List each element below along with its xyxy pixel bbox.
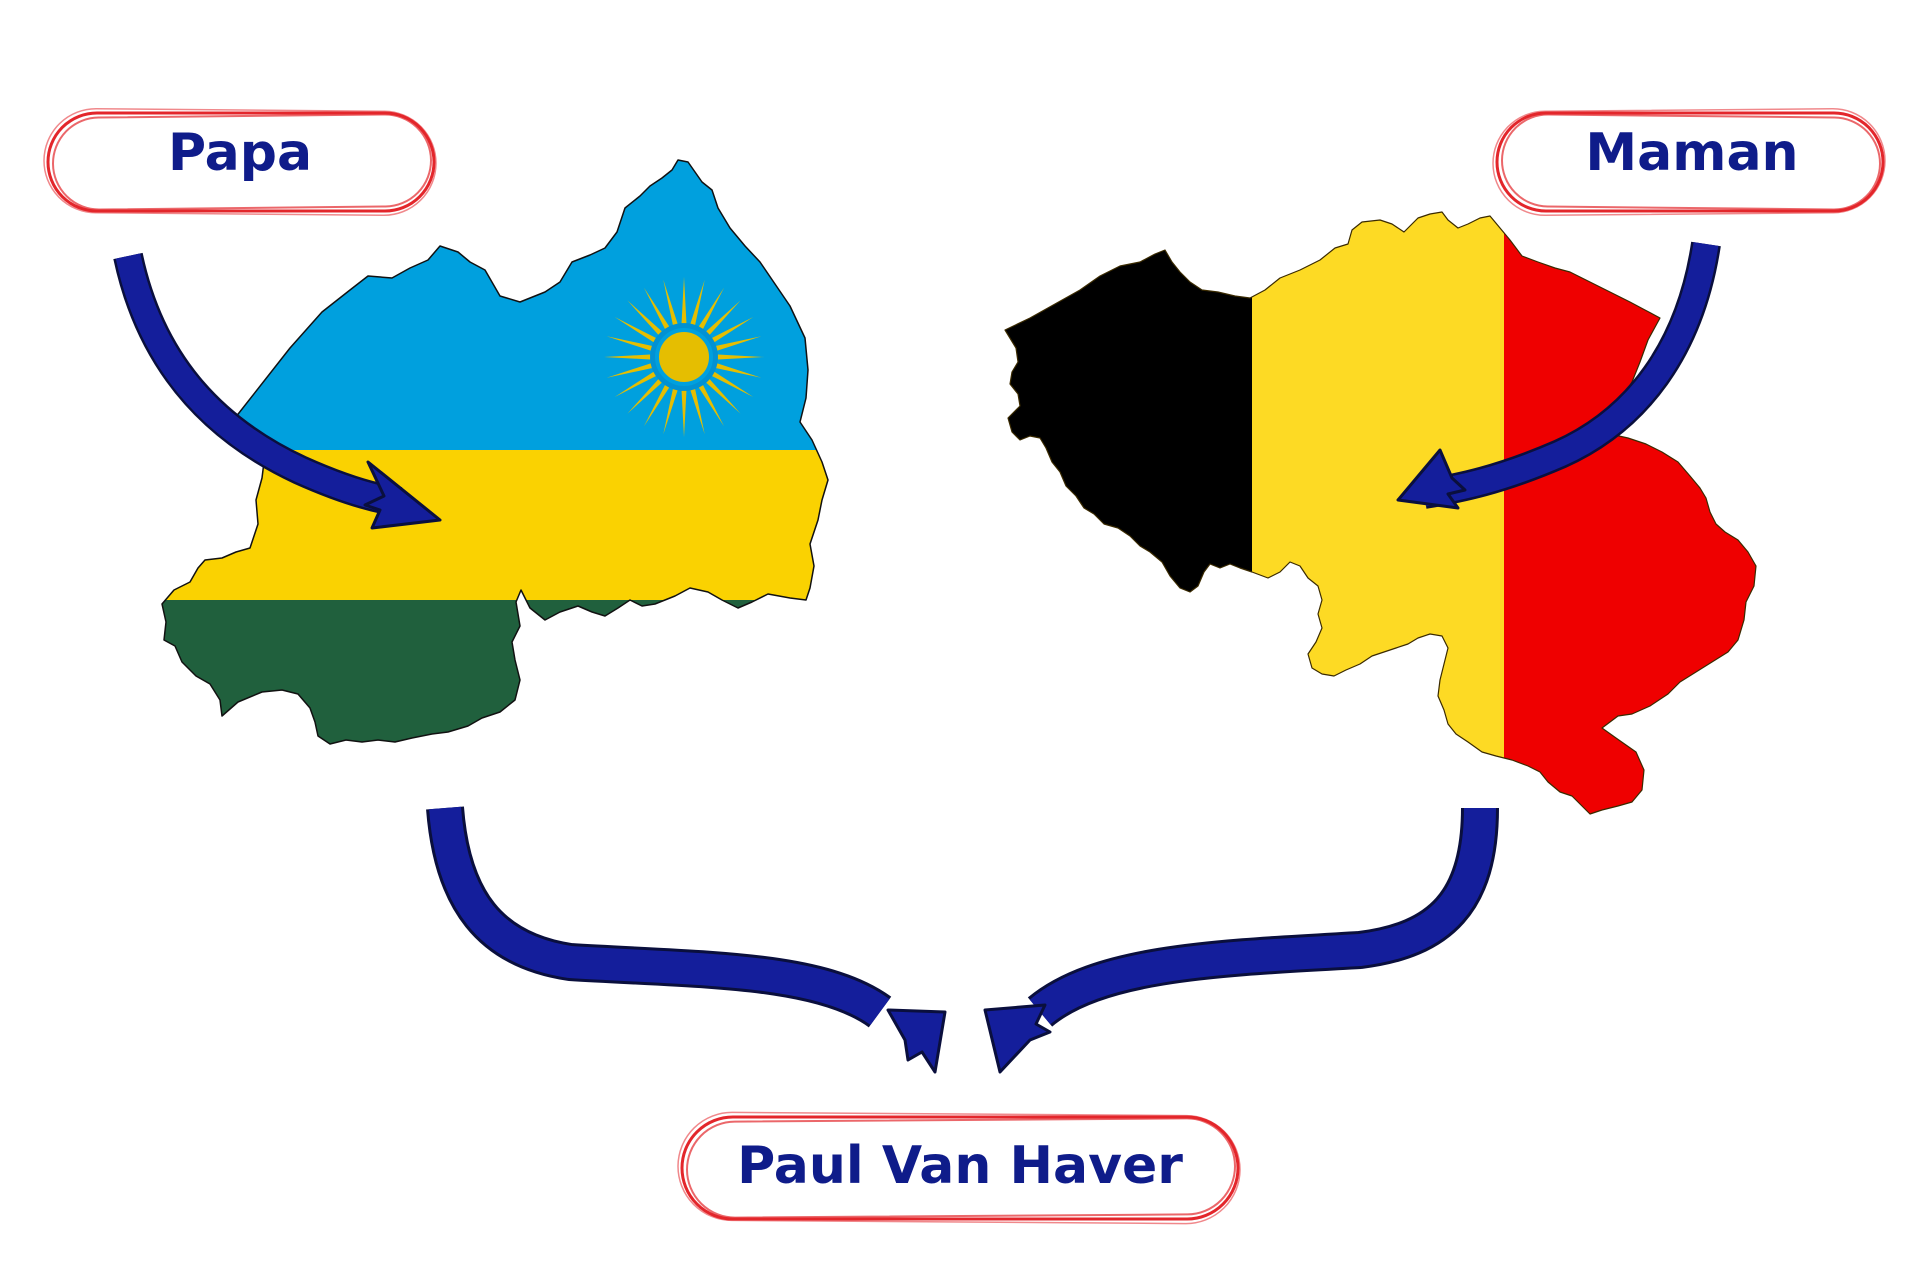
- sun-ray: [717, 354, 764, 360]
- belgium-flag-map-icon: [1004, 211, 1757, 815]
- sun-ray: [606, 363, 652, 378]
- sun-ray: [716, 363, 762, 378]
- child-name-label: Paul Van Haver: [737, 1136, 1183, 1196]
- belgium-red-band: [1504, 212, 1756, 814]
- belgium-to-child-arrow: [983, 807, 1499, 1074]
- sun-ray: [627, 300, 662, 335]
- rwanda-to-child-arrow: [426, 806, 947, 1074]
- sun-ray: [698, 287, 724, 329]
- sun-ray: [627, 379, 662, 414]
- maman-to-belgium-arrow: [1396, 241, 1721, 510]
- sun-ray: [644, 385, 670, 427]
- sun-ray: [698, 385, 724, 427]
- rwanda-yellow-band: [162, 450, 828, 600]
- sun-ray: [606, 336, 652, 351]
- sun-ray: [690, 279, 705, 325]
- sun-ray: [712, 371, 754, 397]
- sun-ray: [663, 279, 678, 325]
- rwanda-sun-icon: [604, 277, 764, 437]
- sun-ray: [681, 390, 687, 437]
- sun-ray: [614, 371, 656, 397]
- sun-ray: [614, 317, 656, 343]
- sun-ray: [681, 277, 687, 324]
- sun-ray: [663, 389, 678, 435]
- rwanda-blue-band: [162, 160, 828, 450]
- sun-ray: [604, 354, 651, 360]
- sun-ray: [644, 287, 670, 329]
- sun-ray: [716, 336, 762, 351]
- belgium-yellow-band: [1252, 212, 1504, 814]
- papa-to-rwanda-arrow: [113, 252, 442, 530]
- mother-label: Maman: [1585, 123, 1799, 183]
- belgium-black-band: [1005, 212, 1252, 814]
- maman-label-frame: [1492, 108, 1886, 217]
- child-label-frame: [677, 1111, 1241, 1225]
- rwanda-green-band: [162, 600, 828, 744]
- sun-ray: [706, 300, 741, 335]
- sun-ray: [706, 379, 741, 414]
- sun-ray: [712, 317, 754, 343]
- sun-ray: [690, 389, 705, 435]
- father-label: Papa: [167, 123, 313, 183]
- papa-label-frame: [43, 107, 437, 216]
